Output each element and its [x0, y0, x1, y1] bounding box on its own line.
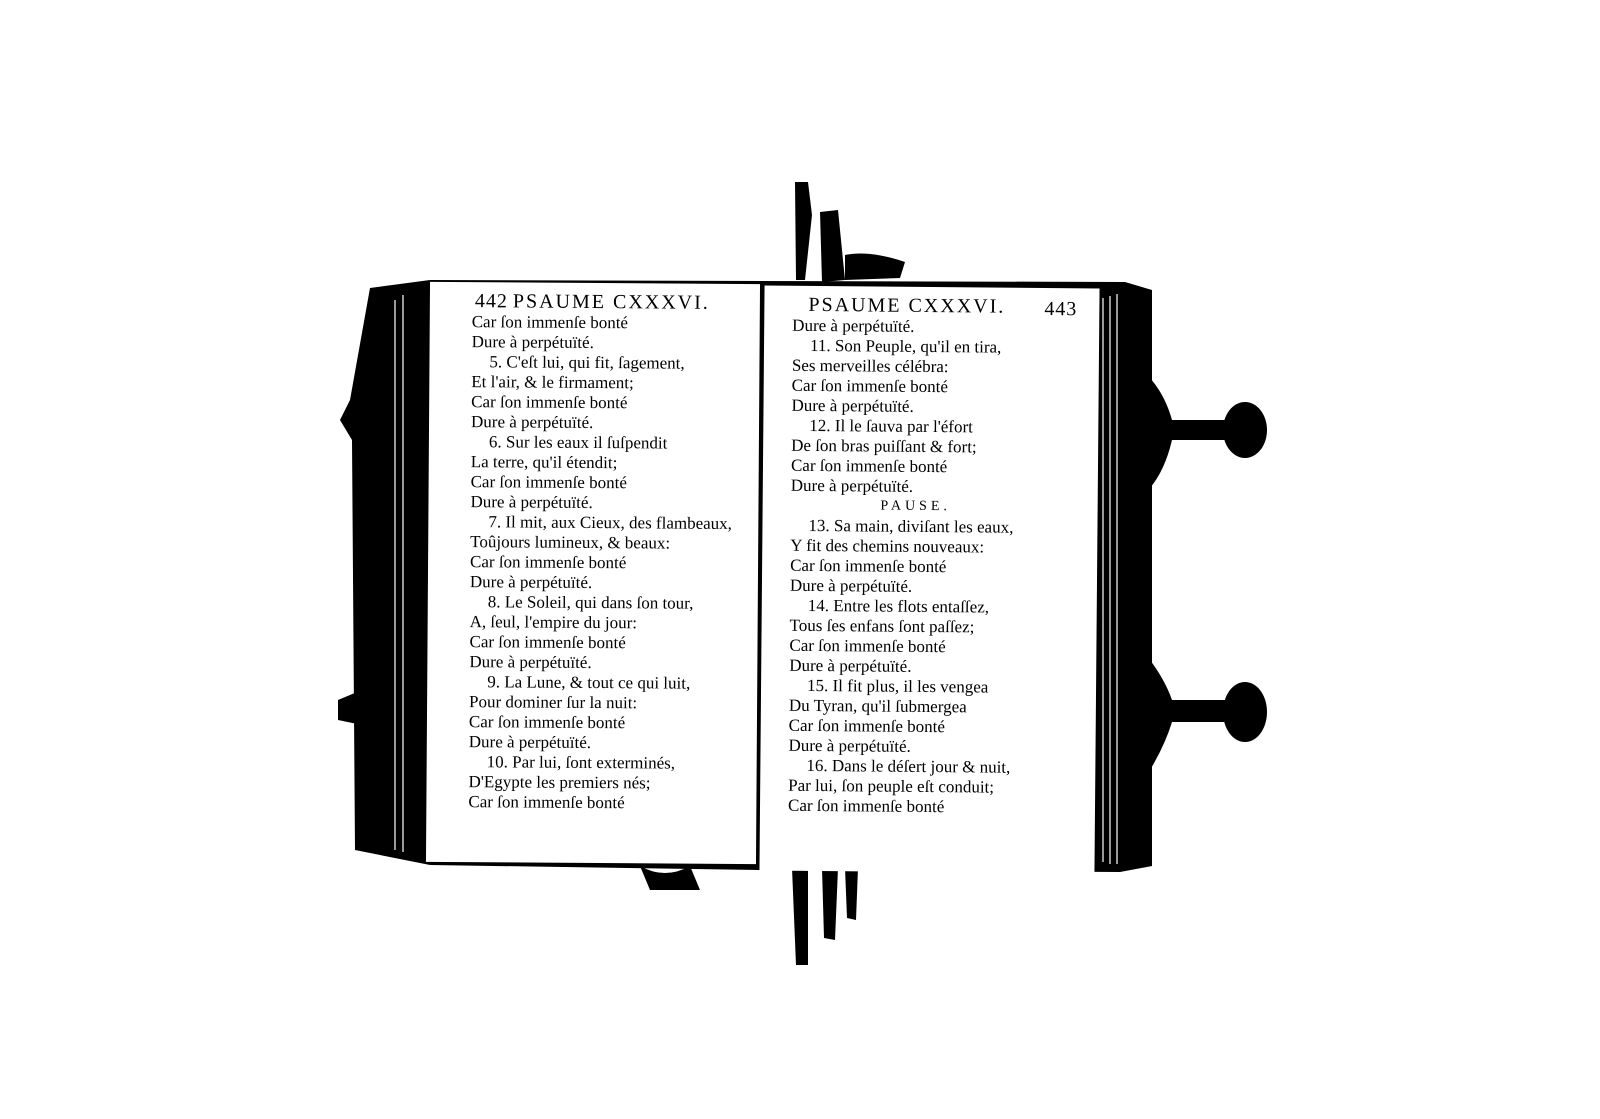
verse-line: Car ſon immenſe bonté — [469, 632, 626, 653]
verse-line: La terre, qu'il étendit; — [470, 452, 618, 473]
right-page-text: Dure à perpétuïté. 11. Son Peuple, qu'il… — [788, 316, 1099, 819]
verse-line: Dure à perpétuïté. — [790, 475, 914, 496]
verse-line: Tous ſes enfans ſont paſſez; — [789, 615, 975, 637]
verse-line: Toûjours lumineux, & beaux: — [470, 532, 671, 553]
verse-line: Dure à perpétuïté. — [470, 492, 593, 512]
verse-line: 9. La Lune, & tout ce qui luit, — [487, 672, 691, 693]
verse-line: Dure à perpétuïté. — [789, 575, 913, 596]
verse-line: Dure à perpétuïté. — [471, 332, 594, 353]
verse-line: Car ſon immenſe bonté — [788, 715, 946, 737]
page-number-left: 442 — [474, 290, 508, 313]
clasp-upper — [1150, 378, 1267, 488]
verse-line: Dure à perpétuïté. — [470, 412, 594, 432]
verse-line: Par lui, ſon peuple eſt conduit; — [788, 775, 995, 797]
verse-line: Car ſon immenſe bonté — [471, 312, 629, 333]
verse-line: 10. Par lui, ſont exterminés, — [486, 752, 676, 773]
verse-line: 14. Entre les flots entaſſez, — [807, 595, 990, 617]
verse-line: Car ſon immenſe bonté — [470, 552, 627, 573]
verse-line: A, ſeul, l'empire du jour: — [469, 612, 638, 633]
verse-line: De ſon bras puiſſant & fort; — [791, 435, 977, 457]
running-head-right: PSAUME CXXXVI. — [808, 293, 1006, 318]
running-head-left: PSAUME CXXXVI. — [512, 290, 710, 314]
ribbon-bottom — [792, 868, 808, 965]
verse-line: D'Egypte les premiers nés; — [468, 772, 651, 793]
verse-line: Dure à perpétuïté. — [789, 655, 912, 676]
verse-line: Pour dominer ſur la nuit: — [469, 692, 638, 713]
verse-line: Car ſon immenſe bonté — [470, 472, 627, 493]
verse-line: Car ſon immenſe bonté — [468, 792, 625, 813]
verse-line: Dure à perpétuïté. — [792, 315, 915, 336]
verse-line: 12. Il le ſauva par l'éfort — [809, 415, 973, 437]
verse-line: Car ſon immenſe bonté — [789, 635, 946, 657]
verse-line: 13. Sa main, diviſant les eaux, — [808, 515, 1014, 537]
verse-line: Y fit des chemins nouveaux: — [790, 535, 985, 557]
left-page-text: Car ſon immenſe bonté Dure à perpétuïté.… — [468, 312, 759, 814]
verse-line: 7. Il mit, aux Cieux, des flambeaux, — [488, 512, 733, 533]
verse-line: Ses merveilles célébra: — [791, 355, 949, 377]
verse-line: 16. Dans le déſert jour & nuit, — [806, 755, 1011, 777]
verse-line: Dure à perpétuïté. — [791, 395, 914, 416]
verse-line: 8. Le Soleil, qui dans ſon tour, — [487, 592, 694, 613]
verse-line: 5. C'eſt lui, qui fit, ſagement, — [489, 352, 685, 373]
verse-line: 15. Il fit plus, il les vengea — [806, 675, 989, 697]
left-page: 442 PSAUME CXXXVI. Car ſon immenſe bonté… — [425, 281, 761, 865]
verse-line: Car ſon immenſe bonté — [471, 392, 628, 413]
clasp-lower — [1150, 660, 1267, 770]
verse-line: Du Tyran, qu'il ſubmergea — [788, 695, 967, 717]
verse-line: Car ſon immenſe bonté — [791, 375, 949, 397]
verse-line: Dure à perpétuïté. — [469, 572, 593, 592]
pause-heading: PAUSE. — [880, 498, 951, 515]
verse-line: 11. Son Peuple, qu'il en tira, — [809, 335, 1002, 357]
right-page: PSAUME CXXXVI. 443 Dure à perpétuïté. 11… — [759, 285, 1100, 874]
verse-line: 6. Sur les eaux il ſuſpendit — [488, 432, 668, 453]
verse-line: Car ſon immenſe bonté — [787, 795, 945, 817]
verse-line: Dure à perpétuïté. — [468, 732, 592, 752]
ribbon-top — [795, 182, 812, 280]
verse-line: Car ſon immenſe bonté — [468, 712, 626, 733]
verse-line: Et l'air, & le firmament; — [471, 372, 634, 393]
verse-line: Dure à perpétuïté. — [469, 652, 592, 672]
verse-line: Car ſon immenſe bonté — [790, 455, 948, 477]
verse-line: Car ſon immenſe bonté — [790, 555, 947, 577]
verse-line: Dure à perpétuïté. — [788, 735, 911, 756]
